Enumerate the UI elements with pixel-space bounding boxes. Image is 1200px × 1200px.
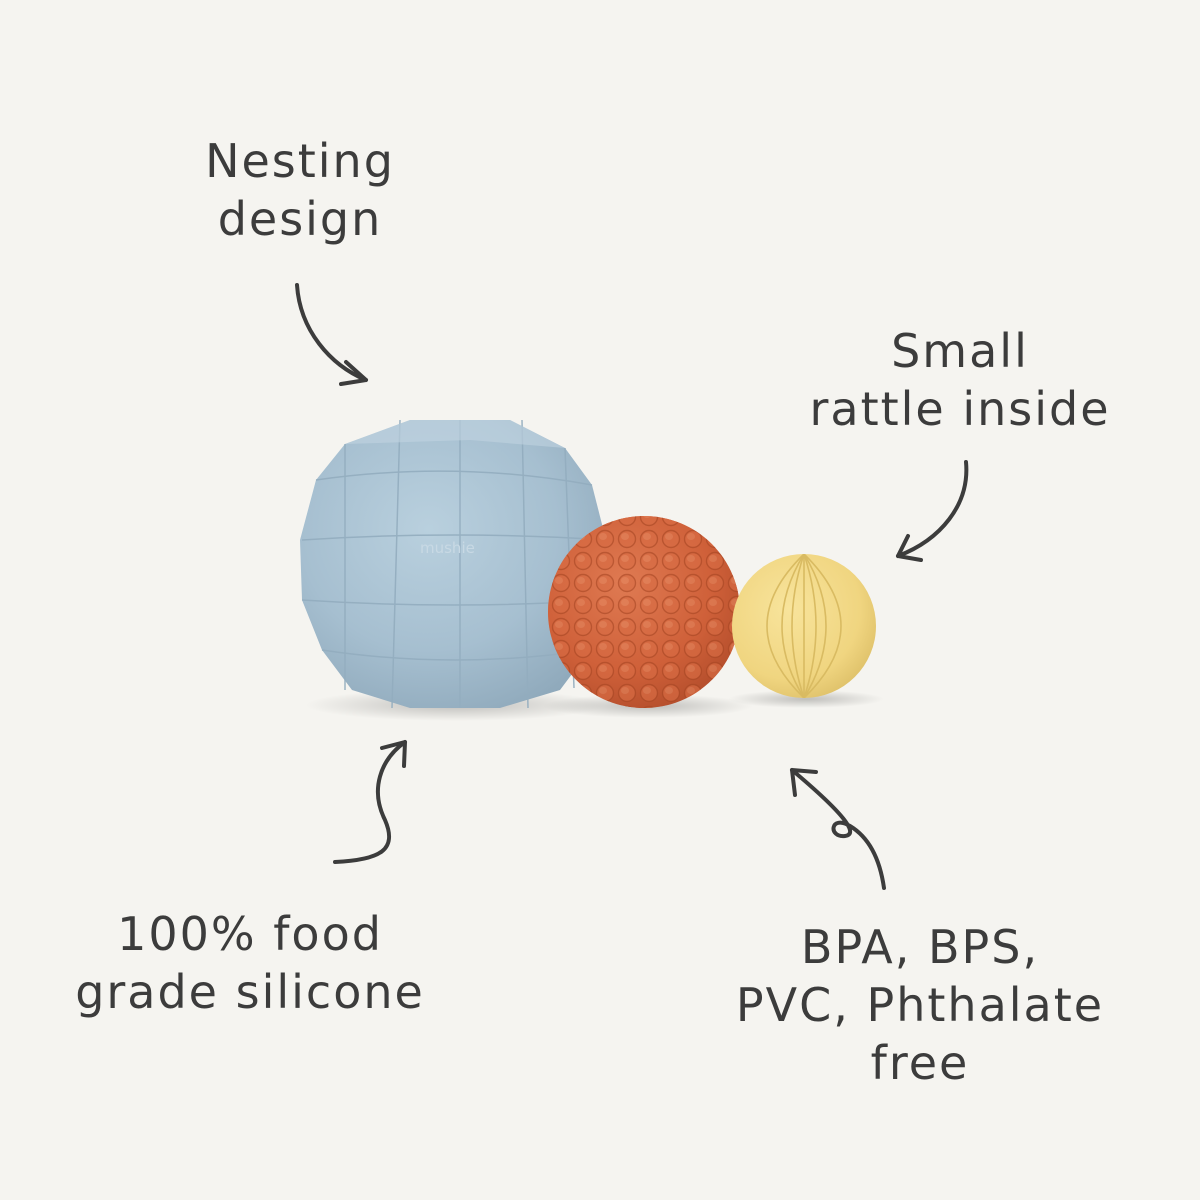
- arrow-to-blue-ball-top: [295, 283, 368, 386]
- callout-bpa-free: BPA, BPS, PVC, Phthalate free: [720, 918, 1120, 1092]
- callout-rattle-line1: Small: [891, 324, 1029, 378]
- arrow-to-blue-ball-bottom: [333, 740, 407, 864]
- arrow-to-orange-ball: [790, 768, 886, 890]
- callout-nesting-design: Nesting design: [190, 132, 410, 248]
- callout-free-line1: BPA, BPS,: [800, 920, 1040, 974]
- callout-free-line3: free: [870, 1036, 970, 1090]
- callout-silicone-line2: grade silicone: [75, 965, 425, 1019]
- callout-food-grade-silicone: 100% food grade silicone: [60, 905, 440, 1021]
- brand-mark: mushie: [420, 539, 475, 557]
- yellow-ridged-ball: [732, 554, 876, 698]
- orange-textured-ball: [548, 516, 740, 708]
- callout-nesting-line1: Nesting: [205, 134, 395, 188]
- yellow-ball-shadow: [728, 690, 884, 708]
- callout-free-line2: PVC, Phthalate: [735, 978, 1105, 1032]
- arrow-to-yellow-ball: [896, 460, 969, 562]
- callout-silicone-line1: 100% food: [117, 907, 383, 961]
- callout-nesting-line2: design: [217, 192, 383, 246]
- callout-small-rattle: Small rattle inside: [790, 322, 1130, 438]
- blue-faceted-ball: mushie: [300, 419, 607, 709]
- callout-rattle-line2: rattle inside: [809, 382, 1111, 436]
